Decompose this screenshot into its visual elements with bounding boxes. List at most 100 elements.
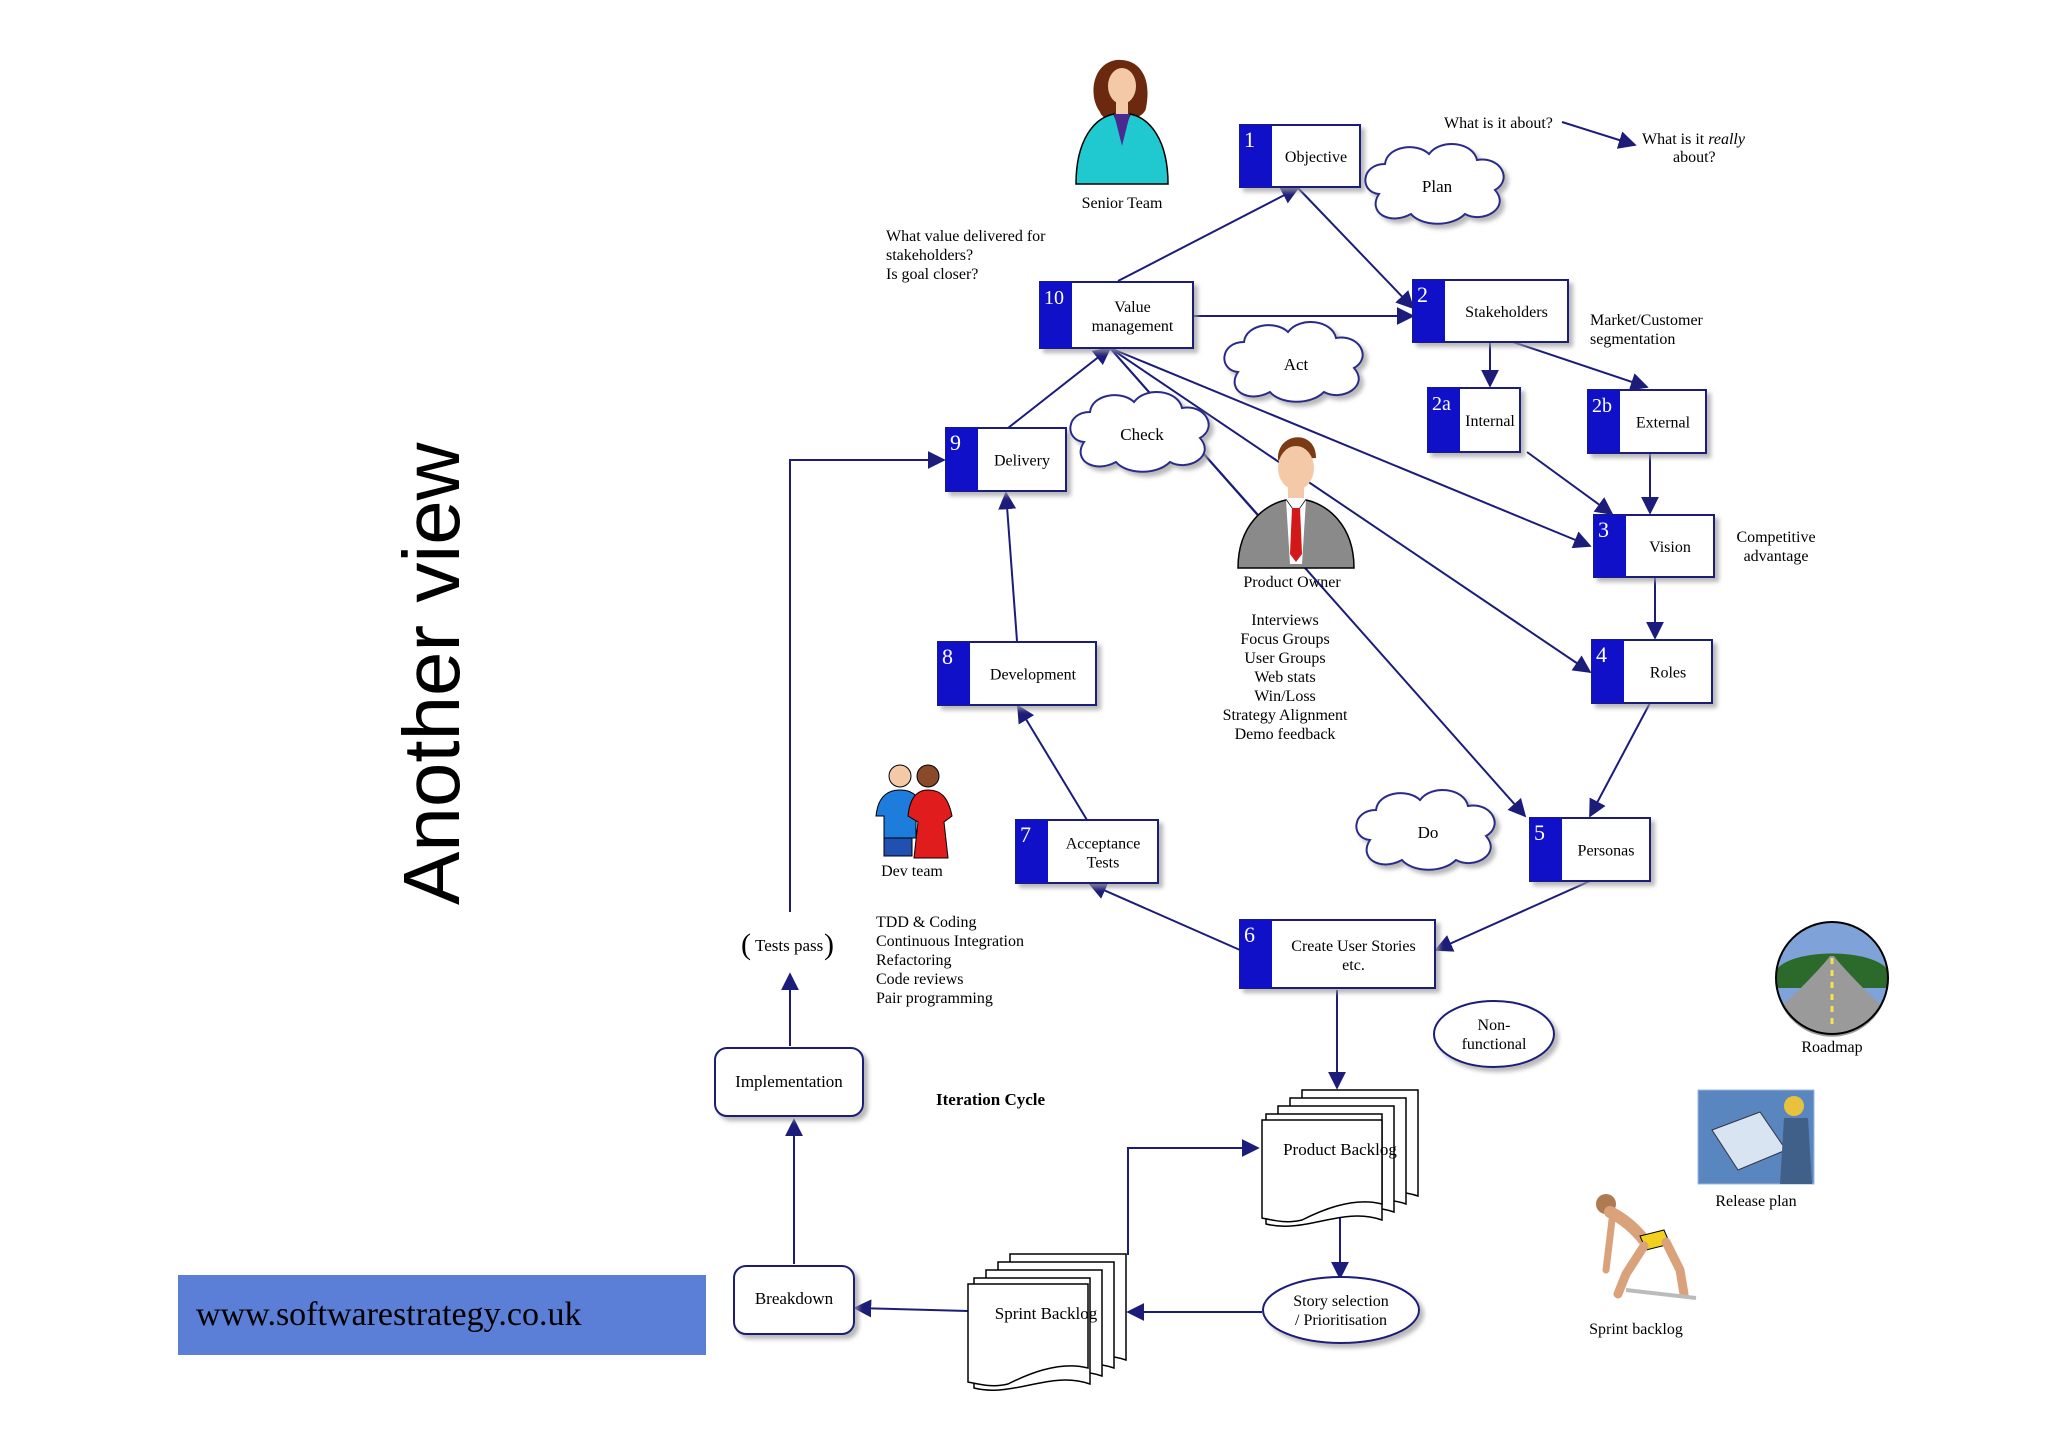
competitive-line1: Competitive [1736, 529, 1815, 546]
cloud-do: Do [1355, 788, 1496, 871]
step-box-10-number: 10 [1044, 287, 1064, 309]
step-box-2-label: Stakeholders [1465, 304, 1548, 321]
step-box-4-accent [1592, 640, 1624, 703]
what-really-line1: What is it really [1642, 131, 1746, 148]
step-box-2a-number: 2a [1432, 393, 1451, 415]
businessman-icon [1237, 437, 1355, 569]
cloud-plan: Plan [1364, 142, 1505, 225]
dev-team-figure: Dev team [875, 764, 953, 880]
step-box-7-accent [1016, 820, 1048, 883]
po-activity-item: Web stats [1254, 669, 1315, 686]
businesswoman-icon [1075, 59, 1169, 185]
arrow-valuemgmt-roles [1109, 347, 1592, 674]
cloud-check: Check [1069, 390, 1210, 473]
sprint-backlog-label: Sprint Backlog [995, 1304, 1098, 1323]
what-really-line2: about? [1673, 149, 1716, 166]
tests-pass-paren-close: ) [824, 928, 834, 961]
story-selection-line1: Story selection [1293, 1293, 1389, 1310]
po-activity-item: Focus Groups [1240, 631, 1329, 648]
iteration-cycle-label: Iteration Cycle [936, 1090, 1046, 1109]
market-segmentation-line2: segmentation [1590, 331, 1675, 348]
step-box-9-label: Delivery [994, 453, 1050, 470]
step-box-2a-accent [1428, 388, 1460, 452]
release-plan-label: Release plan [1715, 1193, 1796, 1210]
tests-pass-paren-open: ( [741, 928, 751, 961]
step-box-3-accent [1594, 515, 1626, 577]
step-box-7-label: Acceptance [1066, 836, 1141, 853]
step-box-1-number: 1 [1244, 127, 1255, 152]
story-selection-line2: / Prioritisation [1295, 1312, 1387, 1329]
step-box-10: 10 management Value [1039, 281, 1194, 349]
step-box-1-accent [1240, 125, 1272, 187]
step-box-2b-label: External [1636, 415, 1691, 432]
arrow-sprintbacklog-breakdown [853, 1299, 969, 1318]
annotations: What is it about? What is it really abou… [741, 115, 1816, 1109]
what-really-part1: What is it [1642, 131, 1708, 148]
dev-team-label: Dev team [881, 863, 943, 880]
implementation-box: Implementation [714, 1047, 864, 1117]
step-box-2-accent [1413, 280, 1445, 342]
website-url: www.softwarestrategy.co.uk [196, 1296, 582, 1333]
cloud-do-label: Do [1418, 823, 1439, 842]
arrow-objective-stakeholders [1297, 187, 1415, 310]
product-backlog-label: Product Backlog [1283, 1140, 1397, 1159]
cloud-act: Act [1223, 320, 1364, 403]
step-box-1-label: Objective [1285, 149, 1347, 166]
step-box-9-accent [946, 428, 978, 491]
step-box-7-number: 7 [1020, 822, 1031, 847]
sprint-backlog-figure: Sprint backlog [1589, 1194, 1697, 1338]
senior-team-label: Senior Team [1082, 195, 1163, 212]
roadmap-figure: Roadmap [1775, 921, 1889, 1056]
step-box-4-number: 4 [1596, 642, 1607, 667]
arrow-personas-userstories [1434, 880, 1591, 952]
step-box-8-label: Development [990, 667, 1077, 684]
story-selection-ellipse: Story selection / Prioritisation [1262, 1276, 1420, 1344]
step-box-3-number: 3 [1598, 517, 1609, 542]
arrow-whatabout-really [1561, 121, 1637, 149]
dev-team-icon [875, 764, 953, 859]
step-box-7-label2: Tests [1087, 855, 1120, 872]
sprinter-icon [1596, 1194, 1697, 1300]
dev-practice-item: Refactoring [876, 952, 952, 969]
step-box-5-accent [1530, 818, 1562, 881]
dev-practice-item: Continuous Integration [876, 933, 1024, 950]
value-delivered-line2: stakeholders? [886, 247, 973, 264]
step-box-10-label2: management [1092, 318, 1174, 335]
what-is-it-about: What is it about? [1444, 115, 1553, 132]
roadmap-label: Roadmap [1801, 1039, 1862, 1056]
step-box-5-number: 5 [1534, 820, 1545, 845]
arrow-userstories-acceptance [1088, 882, 1241, 951]
nonfunctional-ellipse: Non- functional [1433, 1000, 1555, 1068]
step-box-2b-accent [1588, 390, 1620, 453]
breakdown-box: Breakdown [733, 1265, 855, 1335]
arrow-testspass-delivery [789, 451, 946, 912]
step-box-10-accent [1040, 282, 1072, 348]
step-box-5-label: Personas [1578, 843, 1635, 860]
website-banner[interactable]: www.softwarestrategy.co.uk [178, 1275, 706, 1355]
arrow-roles-personas [1589, 702, 1651, 818]
step-box-10-label: Value [1114, 299, 1150, 316]
senior-team-figure: Senior Team [1075, 59, 1169, 212]
product-owner-figure: Product Owner [1237, 437, 1355, 591]
blueprint-icon [1697, 1089, 1815, 1185]
value-delivered-line1: What value delivered for [886, 228, 1046, 245]
road-icon [1775, 921, 1889, 1037]
cloud-plan-label: Plan [1422, 177, 1453, 196]
dev-practice-item: Code reviews [876, 971, 964, 988]
step-box-2a-label: Internal [1465, 413, 1515, 430]
cloud-act-label: Act [1284, 355, 1309, 374]
po-activity-item: Demo feedback [1235, 726, 1336, 743]
release-plan-figure: Release plan [1697, 1089, 1815, 1210]
